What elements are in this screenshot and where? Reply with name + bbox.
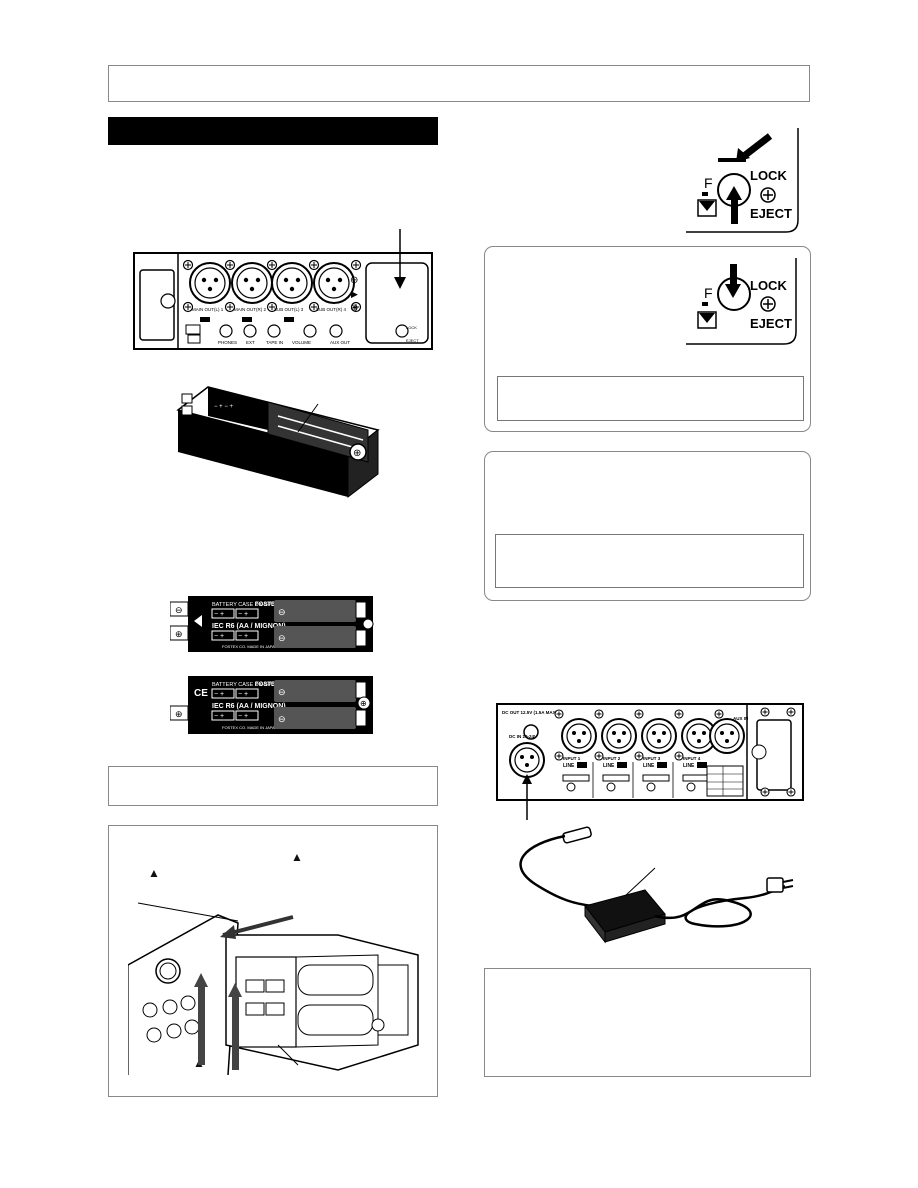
aux-in-label: AUX IN [733, 716, 748, 721]
eject-label-top: EJECT [750, 206, 792, 221]
f-label-top: F [704, 175, 713, 191]
label-main-out-1: MAIN OUT(L) 1 [192, 307, 224, 312]
front-panel-illustration: MAIN OUT(L) 1 MAIN OUT(R) 2 SUB OUT(L) 3… [133, 229, 433, 350]
lock-eject-illustration-top: F LOCK EJECT [686, 128, 799, 233]
case-maker-1: FOSTEX CO. MADE IN JAPAN [222, 644, 278, 649]
case-title-2: BATTERY CASE DX-BP3 [212, 682, 275, 688]
line-label-2: LINE [603, 763, 615, 769]
svg-text:⊕: ⊕ [350, 303, 358, 314]
label-eject-small: EJECT [406, 338, 419, 343]
svg-text:− +: − + [214, 611, 224, 618]
header-box [108, 65, 810, 102]
section-heading-bar [108, 117, 438, 145]
case-brand-2: FOSTEX [255, 682, 279, 688]
case-brand-1: FOSTEX [255, 602, 279, 608]
lock-label-top: LOCK [750, 168, 787, 183]
svg-text:− +: − + [238, 691, 248, 698]
case-maker-2: FOSTEX CO. MADE IN JAPAN [222, 725, 278, 730]
dc-out-label: DC OUT 12.5V (1.5A MAX) [502, 710, 558, 715]
eject-label-mid: EJECT [750, 316, 792, 331]
input-3-label: INPUT 3 [643, 756, 661, 761]
battery-insertion-illustration [128, 902, 419, 1075]
svg-text:▶: ▶ [351, 289, 358, 299]
f-label-mid: F [704, 285, 713, 301]
svg-text:⊖: ⊖ [278, 687, 286, 697]
ac-adapter-illustration [519, 826, 794, 944]
label-main-out-2: MAIN OUT(R) 2 [234, 307, 266, 312]
label-tape-level: TAPE IN [266, 340, 283, 345]
rear-panel-illustration: DC OUT 12.5V (1.5A MAX) DC IN 10-24V INP… [496, 703, 804, 820]
lock-release-note-box [497, 376, 804, 421]
svg-text:⊖: ⊖ [350, 275, 358, 286]
svg-text:CE: CE [194, 688, 208, 699]
line-label-3: LINE [643, 763, 655, 769]
input-4-label: INPUT 4 [683, 756, 701, 761]
svg-text:⊖: ⊖ [278, 633, 286, 643]
info-note-box-right [495, 534, 804, 588]
svg-text:− +: − + [238, 633, 248, 640]
line-label-1: LINE [563, 763, 575, 769]
triangle-marker-1: ▲ [291, 850, 303, 864]
note-box-left [108, 766, 438, 806]
svg-text:− +: − + [214, 713, 224, 720]
label-volume: VOLUME [292, 340, 311, 345]
label-ext: EXT [246, 340, 255, 345]
battery-case-diagram-2: ⊕ CE BATTERY CASE DX-BP3 FOSTEX − + − + … [170, 676, 373, 734]
case-spec-2: IEC R6 (AA / MIGNON) [212, 703, 286, 710]
battery-case-3d-illustration: − + − + ⊕ [176, 386, 380, 499]
label-sub-out-3: SUB OUT(L) 3 [274, 307, 304, 312]
battery-case-diagram-1: ⊖ ⊕ BATTERY CASE DX-BP3 FOSTEX − + − + I… [170, 596, 374, 652]
svg-text:− +: − + [214, 633, 224, 640]
dc-in-label: DC IN 10-24V [509, 734, 537, 739]
label-lock-small: LOCK [406, 325, 417, 330]
svg-text:− + − +: − + − + [214, 404, 234, 410]
svg-text:⊖: ⊖ [278, 607, 286, 617]
case-title-1: BATTERY CASE DX-BP3 [212, 602, 275, 608]
label-aux-out: AUX OUT [330, 340, 350, 345]
svg-text:⊕: ⊕ [353, 448, 361, 459]
svg-text:− +: − + [238, 611, 248, 618]
svg-text:− +: − + [214, 691, 224, 698]
input-1-label: INPUT 1 [563, 756, 581, 761]
input-2-label: INPUT 2 [603, 756, 621, 761]
svg-text:⊕: ⊕ [360, 699, 367, 708]
svg-text:− +: − + [238, 713, 248, 720]
lock-eject-illustration-middle: F LOCK EJECT [686, 258, 797, 345]
note-box-bottom-right [484, 968, 811, 1077]
svg-text:⊖: ⊖ [175, 605, 183, 615]
triangle-marker-2: ▲ [148, 866, 160, 880]
label-sub-out-4: SUB OUT(R) 4 [316, 307, 346, 312]
label-phones: PHONES [218, 340, 237, 345]
lock-label-mid: LOCK [750, 278, 787, 293]
case-spec-1: IEC R6 (AA / MIGNON) [212, 623, 286, 630]
svg-text:⊕: ⊕ [175, 629, 183, 639]
svg-text:⊖: ⊖ [278, 714, 286, 724]
line-label-4: LINE [683, 763, 695, 769]
svg-text:⊕: ⊕ [175, 709, 183, 719]
